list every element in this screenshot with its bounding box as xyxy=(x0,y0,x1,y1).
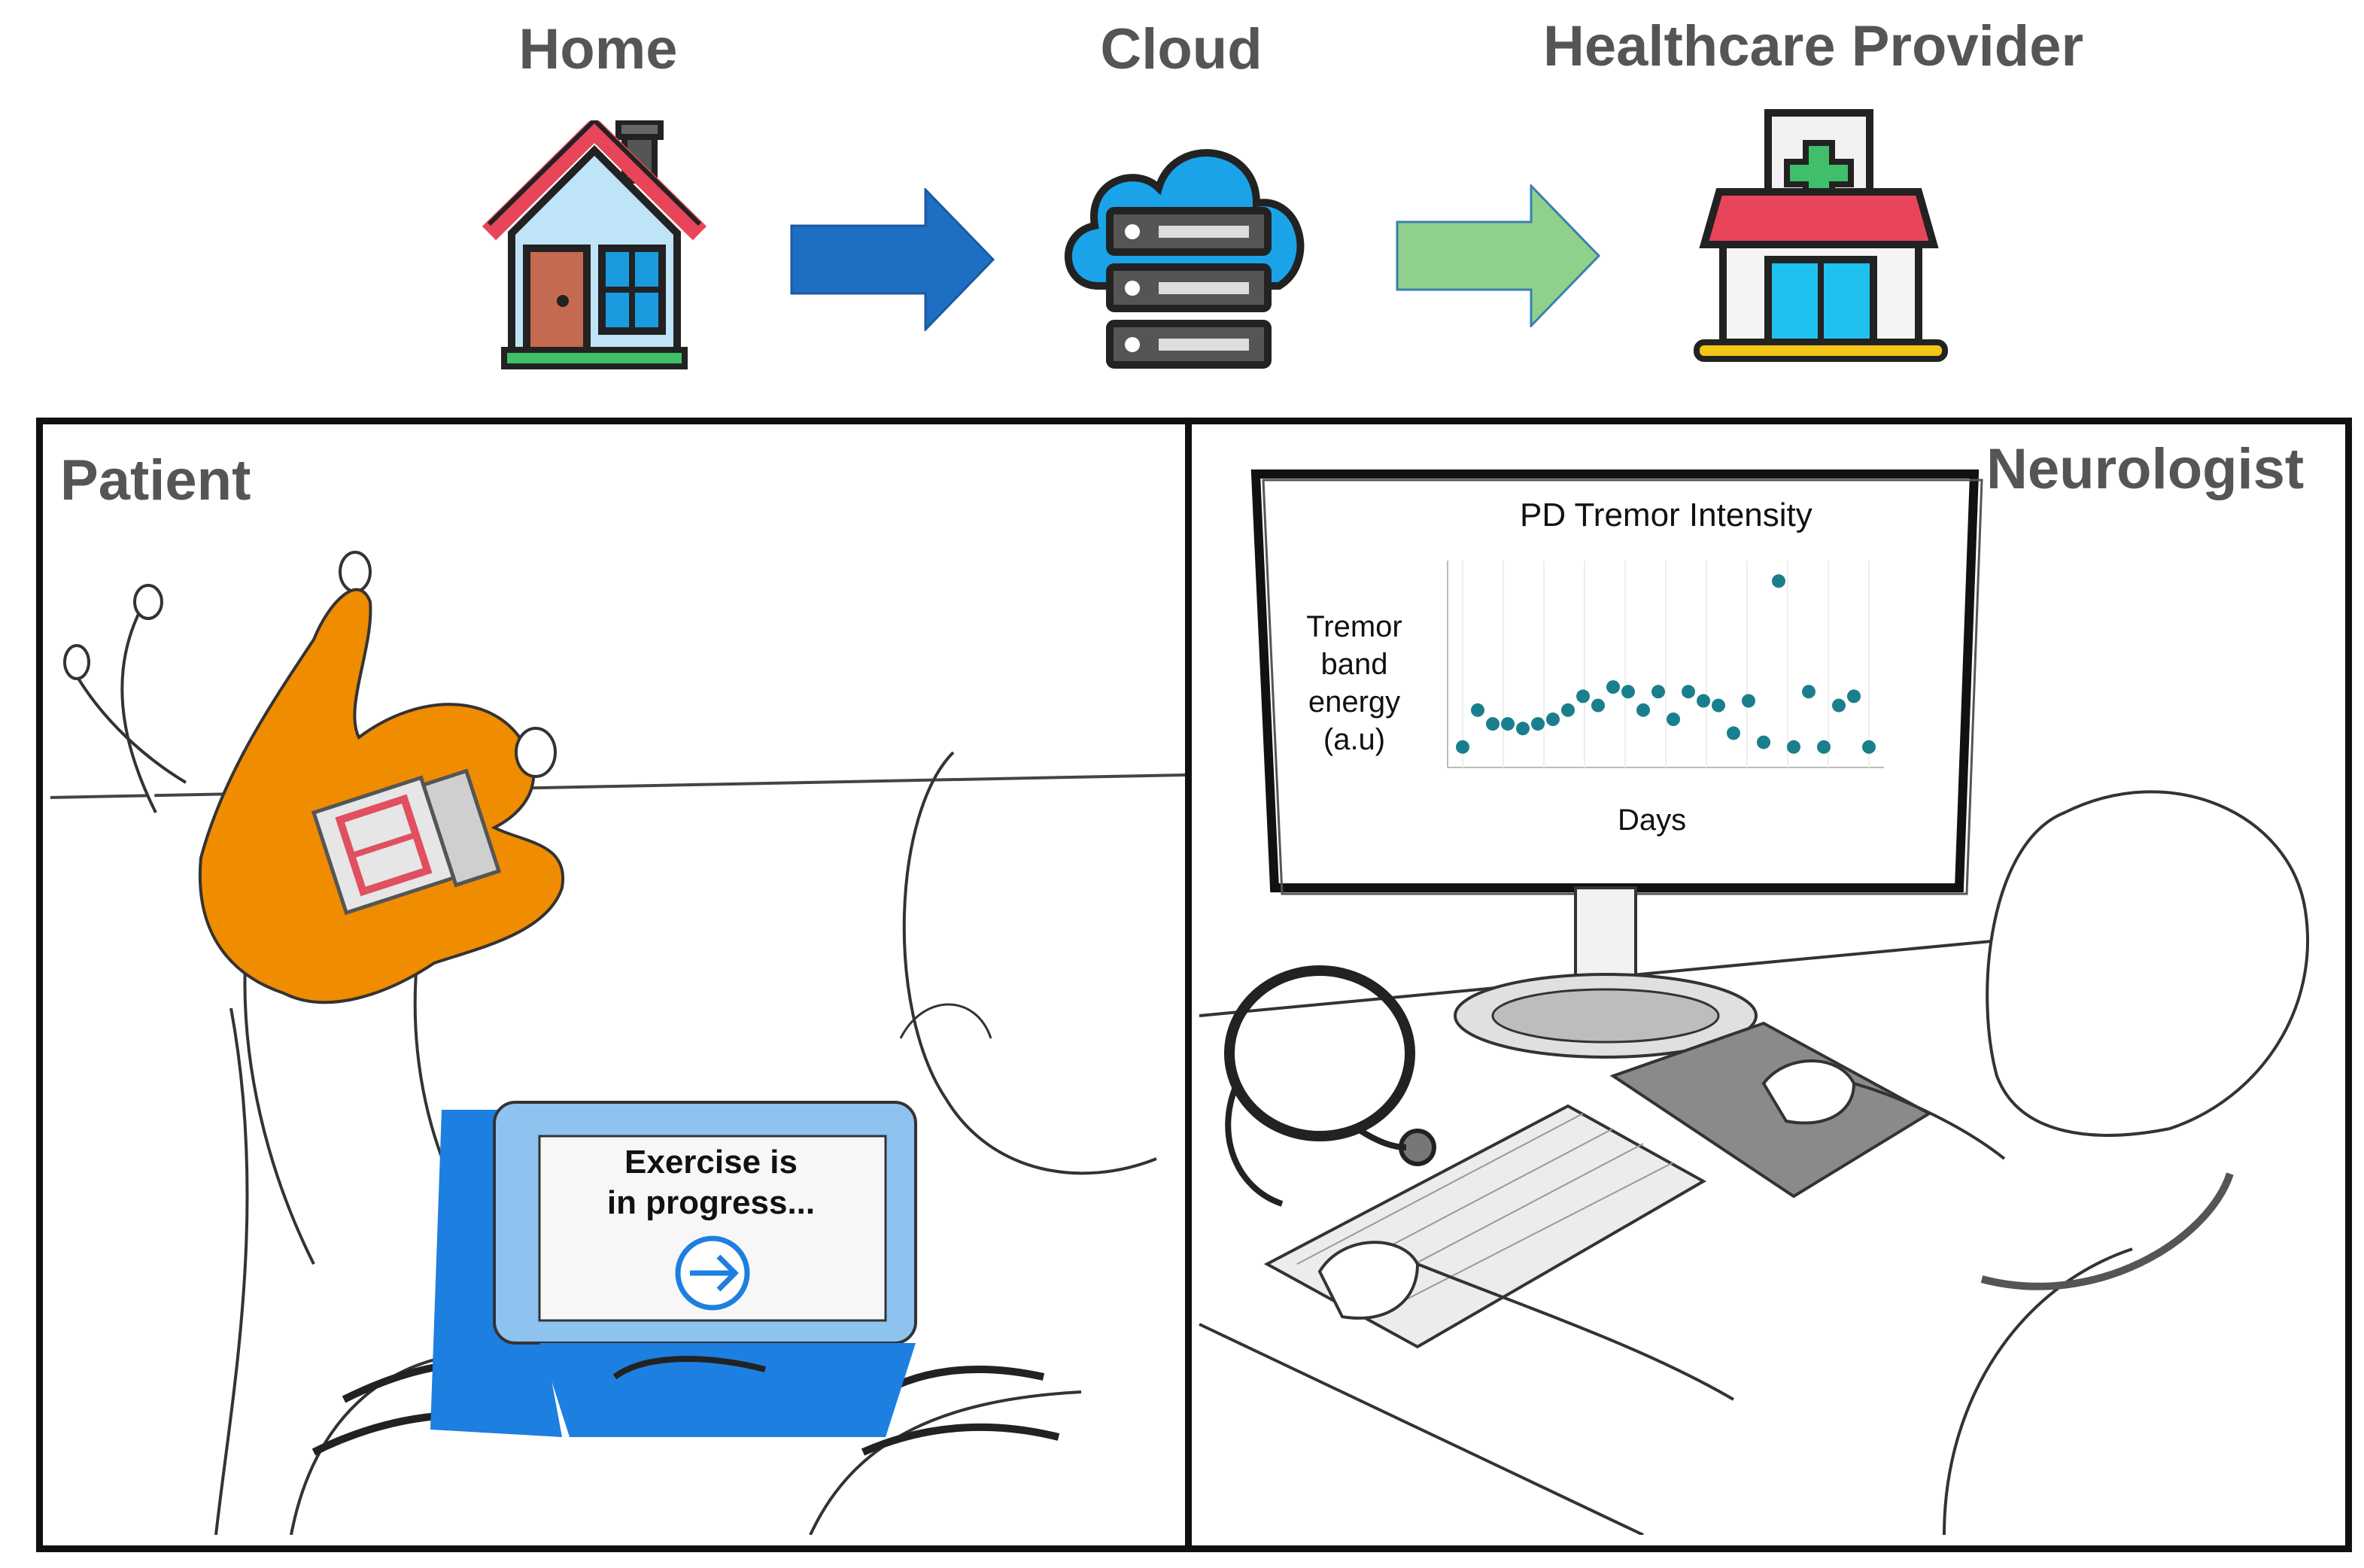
chart-data-point xyxy=(1531,717,1545,731)
house-icon xyxy=(482,120,707,369)
chart-xlabel: Days xyxy=(1618,804,1687,837)
chart-ylabel-line1: Tremor xyxy=(1306,610,1402,643)
chart-data-point xyxy=(1621,685,1635,699)
chart-ylabel-line3: energy xyxy=(1308,685,1401,719)
chart-data-point xyxy=(1486,717,1500,731)
patient-illustration xyxy=(50,551,1185,1535)
chart-data-point xyxy=(1727,726,1740,740)
panels-frame xyxy=(36,418,2352,1552)
tablet-message-line2: in progress... xyxy=(606,1184,816,1221)
chart-data-point xyxy=(1712,698,1725,713)
chart-ylabel-line2: band xyxy=(1320,648,1388,681)
chart-data-point xyxy=(1682,685,1695,699)
neurologist-illustration xyxy=(1199,469,2310,1535)
arrow-home-to-cloud xyxy=(790,188,995,331)
cloud-label: Cloud xyxy=(1100,17,1263,81)
chart-data-point xyxy=(1576,689,1590,703)
monitor-chart-plot xyxy=(1447,561,1884,768)
patient-panel-title: Patient xyxy=(60,448,251,512)
chart-data-point xyxy=(1847,689,1861,703)
chart-data-point xyxy=(1862,740,1876,754)
chart-data-point xyxy=(1742,694,1755,708)
healthcare-provider-label: Healthcare Provider xyxy=(1542,14,2084,78)
chart-data-point xyxy=(1546,713,1560,726)
chart-data-point xyxy=(1456,740,1469,754)
tablet-message-line1: Exercise is xyxy=(624,1144,798,1181)
chart-data-point xyxy=(1651,685,1665,699)
chart-data-point xyxy=(1471,703,1484,717)
chart-data-point xyxy=(1667,713,1680,726)
chart-data-point xyxy=(1802,685,1816,699)
hospital-icon xyxy=(1694,109,1948,362)
panel-divider xyxy=(1185,418,1192,1552)
chart-data-point xyxy=(1832,698,1846,713)
chart-data-point xyxy=(1516,722,1530,736)
chart-data-point xyxy=(1772,574,1785,588)
chart-data-point xyxy=(1591,698,1605,713)
neurologist-panel-title: Neurologist xyxy=(1986,437,2305,501)
chart-data-point xyxy=(1561,703,1575,717)
chart-data-point xyxy=(1697,694,1710,708)
cloud-server-icon xyxy=(1065,149,1305,369)
chart-title: PD Tremor Intensity xyxy=(1520,497,1813,533)
chart-data-point xyxy=(1817,740,1831,754)
arrow-cloud-to-provider xyxy=(1396,184,1601,327)
chart-ylabel-line4: (a.u) xyxy=(1323,723,1386,756)
chart-data-point xyxy=(1636,703,1650,717)
chart-data-point xyxy=(1787,740,1800,754)
chart-data-point xyxy=(1757,735,1770,749)
home-label: Home xyxy=(518,17,678,81)
chart-data-point xyxy=(1501,717,1515,731)
chart-data-point xyxy=(1606,680,1620,694)
